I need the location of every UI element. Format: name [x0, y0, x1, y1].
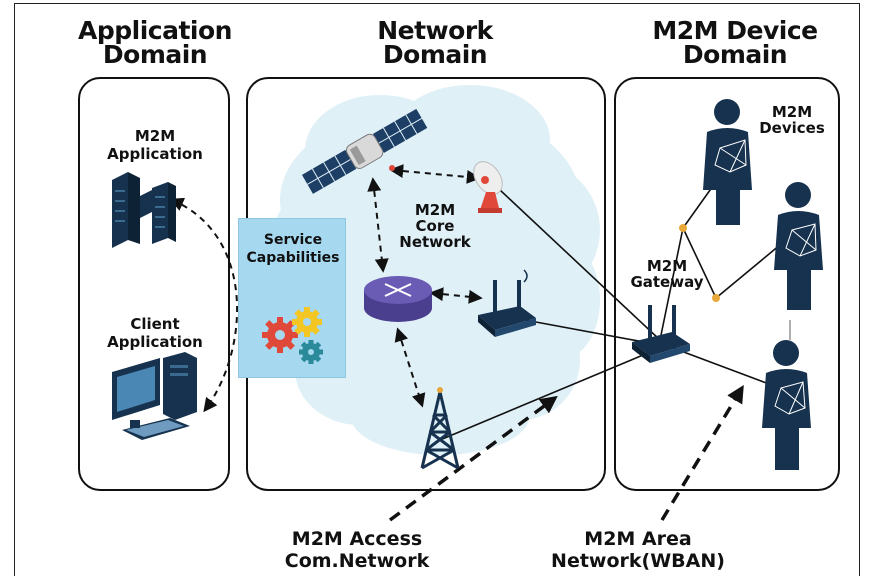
person-icon	[703, 99, 752, 225]
client-application-line1: Client	[130, 315, 180, 333]
network-domain-title-line2: Domain	[382, 40, 488, 69]
device-domain-title-line1: M2M Device	[652, 16, 818, 45]
person-icon	[762, 340, 811, 470]
area-line1: M2M Area	[584, 528, 692, 550]
arrow-router-ap	[429, 287, 483, 304]
service-label-line2: Capabilities	[246, 250, 340, 266]
access-line1: M2M Access	[291, 528, 423, 550]
router-icon	[364, 276, 432, 322]
person-icon	[774, 182, 823, 310]
service-capabilities-label: Service Capabilities	[239, 231, 347, 267]
server-icon	[112, 172, 176, 248]
gateway-icon	[632, 305, 690, 363]
arrow-app-client	[169, 197, 238, 413]
computer-icon	[112, 352, 197, 440]
core-network-line2: Core	[415, 217, 455, 235]
client-application-line2: Application	[107, 333, 203, 351]
figure-frame	[14, 3, 860, 576]
devices-line2: Devices	[759, 119, 825, 137]
gateway-line2: Gateway	[630, 273, 704, 291]
dashed-links	[169, 164, 483, 413]
core-network-line1: M2M	[414, 201, 456, 219]
access-network-label: M2M Access Com.Network	[272, 528, 442, 572]
link-dish-gateway	[499, 189, 661, 341]
service-capabilities-box: Service Capabilities	[238, 218, 346, 378]
gateway-line1: M2M	[646, 257, 688, 275]
wireless-ap-icon	[478, 269, 536, 337]
arrow-access-label	[388, 395, 558, 522]
area-line2: Network(WBAN)	[551, 550, 725, 572]
label-arrows	[388, 385, 744, 522]
link-tower-gateway	[439, 349, 656, 441]
link-gateway-node	[659, 227, 684, 341]
network-domain-title-line1: Network	[377, 16, 493, 45]
arrow-satellite-dish	[389, 164, 481, 184]
application-domain-box	[78, 77, 230, 491]
cell-tower-icon	[420, 387, 460, 470]
arrow-area-label	[660, 385, 744, 521]
devices-line1: M2M	[771, 103, 813, 121]
core-network-line3: Network	[399, 233, 471, 251]
gateway-label: M2M Gateway	[622, 258, 712, 290]
core-network-label: M2M Core Network	[395, 202, 475, 250]
devices-label: M2M Devices	[752, 104, 832, 136]
arrow-satellite-router	[367, 177, 389, 273]
dish-antenna-icon	[473, 161, 503, 213]
link-node-node2	[682, 227, 717, 299]
device-domain-title: M2M Device Domain	[630, 16, 840, 69]
m2m-application-line2: Application	[107, 145, 203, 163]
satellite-icon	[301, 108, 428, 194]
arrow-router-tower	[394, 327, 426, 408]
m2m-application-label: M2M Application	[95, 127, 215, 163]
application-domain-title-line1: Application	[78, 16, 232, 45]
service-label-line1: Service	[263, 232, 323, 248]
device-domain-title-line2: Domain	[682, 40, 788, 69]
device-domain-box	[614, 77, 840, 491]
application-domain-title: Application Domain	[70, 16, 240, 69]
client-application-label: Client Application	[95, 315, 215, 351]
network-domain-title: Network Domain	[350, 16, 520, 69]
access-line2: Com.Network	[284, 550, 430, 572]
application-domain-title-line2: Domain	[102, 40, 208, 69]
m2m-application-line1: M2M	[134, 127, 176, 145]
area-network-label: M2M Area Network(WBAN)	[548, 528, 728, 572]
network-nodes	[679, 224, 720, 302]
